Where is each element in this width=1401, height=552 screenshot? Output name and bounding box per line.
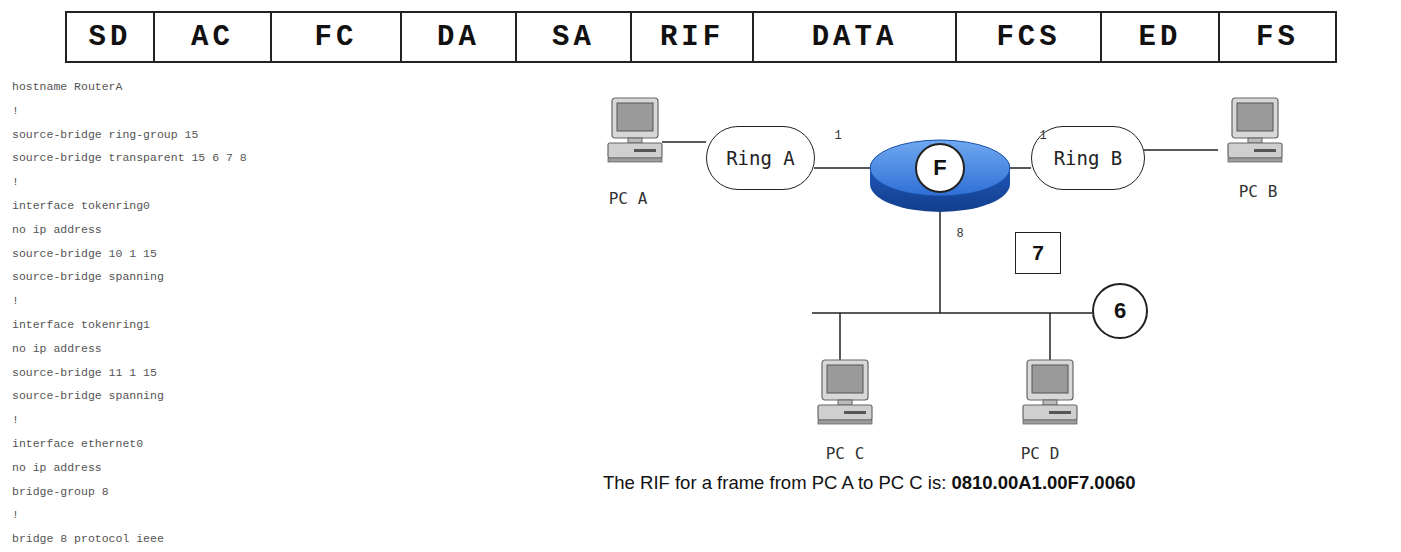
node-text: F: [933, 155, 946, 181]
frame-field: AC: [153, 11, 272, 63]
pc-icon: [818, 360, 872, 424]
frame-field: RIF: [630, 11, 754, 63]
port-number: 8: [956, 227, 963, 241]
config-line: source-bridge spanning: [12, 270, 164, 283]
pc-label: PC C: [826, 444, 865, 463]
node-text: FS: [1256, 21, 1299, 54]
bridge-number-box: 7: [1015, 232, 1061, 274]
config-line: source-bridge ring-group 15: [12, 128, 198, 141]
config-line: !: [12, 294, 19, 307]
config-line: no ip address: [12, 461, 102, 474]
config-line: !: [12, 104, 19, 117]
config-line: interface tokenring0: [12, 199, 150, 212]
frame-field: SA: [515, 11, 632, 63]
port-number: 1: [834, 129, 841, 143]
node-text: Ring B: [1054, 147, 1123, 169]
node-text: SA: [552, 21, 595, 54]
config-line: bridge 8 protocol ieee: [12, 532, 164, 545]
config-line: interface tokenring1: [12, 318, 150, 331]
rif-note: The RIF for a frame from PC A to PC C is…: [603, 472, 1136, 494]
pc-icon: [608, 98, 662, 162]
config-line: bridge-group 8: [12, 485, 109, 498]
rif-value: 0810.00A1.00F7.0060: [951, 472, 1135, 493]
config-line: no ip address: [12, 223, 102, 236]
bridge-circle: F: [915, 143, 965, 193]
node-text: SD: [89, 21, 132, 54]
node-text: Ring A: [726, 147, 795, 169]
pc-icon: [1023, 360, 1077, 424]
router-icon: [870, 140, 1010, 212]
config-line: source-bridge 11 1 15: [12, 366, 157, 379]
frame-field: DA: [400, 11, 517, 63]
node-text: RIF: [660, 21, 724, 54]
node-text: AC: [191, 21, 234, 54]
node-text: DA: [437, 21, 480, 54]
frame-field: SD: [65, 11, 155, 63]
pc-icon: [1228, 98, 1282, 162]
config-line: source-bridge spanning: [12, 389, 164, 402]
node-text: DATA: [812, 21, 898, 54]
node-text: FC: [315, 21, 358, 54]
config-line: hostname RouterA: [12, 80, 122, 93]
node-text: ED: [1139, 21, 1182, 54]
frame-field: FS: [1218, 11, 1337, 63]
config-line: !: [12, 175, 19, 188]
config-line: source-bridge 10 1 15: [12, 247, 157, 260]
node-text: 7: [1032, 241, 1044, 265]
token-ring: Ring A: [706, 126, 815, 190]
frame-field: FCS: [955, 11, 1102, 63]
port-number: 1: [1039, 129, 1046, 143]
node-text: FCS: [996, 21, 1060, 54]
pc-label: PC A: [609, 189, 648, 208]
token-ring: Ring B: [1031, 126, 1145, 190]
node-text: 6: [1114, 298, 1126, 324]
config-line: !: [12, 413, 19, 426]
frame-field: FC: [270, 11, 402, 63]
config-line: no ip address: [12, 342, 102, 355]
pc-label: PC B: [1239, 182, 1278, 201]
pc-label: PC D: [1021, 444, 1060, 463]
ring-number-circle: 6: [1092, 283, 1148, 339]
frame-field: ED: [1100, 11, 1220, 63]
note-text: The RIF for a frame from PC A to PC C is…: [603, 472, 946, 493]
config-line: source-bridge transparent 15 6 7 8: [12, 151, 247, 164]
config-line: interface ethernet0: [12, 437, 143, 450]
frame-field: DATA: [752, 11, 957, 63]
config-line: !: [12, 508, 19, 521]
